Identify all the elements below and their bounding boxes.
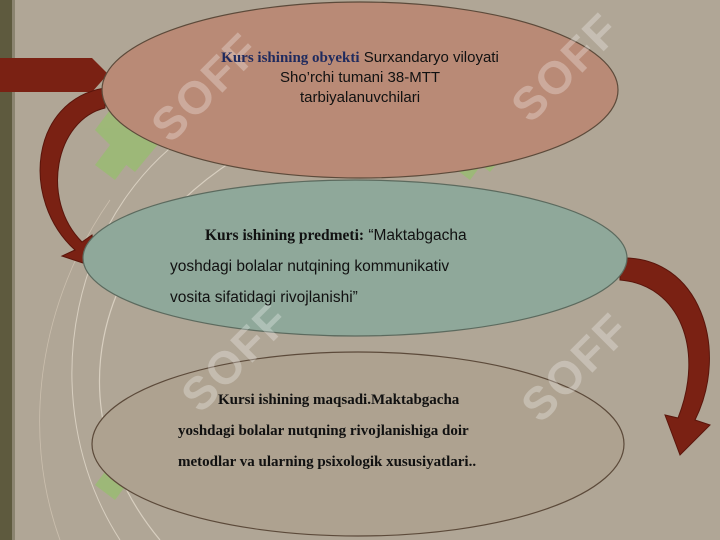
arrow-top-left bbox=[0, 58, 108, 92]
object-line3: tarbiyalanuvchilari bbox=[299, 89, 421, 106]
ellipse-goal bbox=[91, 351, 625, 537]
goal-line1: Kursi ishining maqsadi.Maktabgacha bbox=[218, 392, 460, 408]
subject-label: Kurs ishining predmeti: bbox=[205, 227, 365, 244]
goal-text: Kursi ishining maqsadi.Maktabgacha yoshd… bbox=[178, 385, 578, 478]
object-text: Kurs ishining obyekti Surxandaryo viloya… bbox=[175, 48, 545, 108]
arrow-curve-right bbox=[619, 257, 711, 456]
decor-curve-2 bbox=[71, 119, 211, 540]
subject-text: Kurs ishining predmeti: “Maktabgacha yos… bbox=[170, 220, 570, 313]
goal-line2: yoshdagi bolalar nutqning rivojlanishiga… bbox=[178, 423, 469, 439]
object-line2: Sho’rchi tumani 38-MTT bbox=[279, 69, 441, 86]
left-accent-bar bbox=[0, 0, 12, 540]
goal-line3: metodlar va ularning psixologik xususiya… bbox=[178, 454, 477, 470]
subject-line2: yoshdagi bolalar nutqining kommunikativ bbox=[170, 258, 450, 275]
arrow-curve-left bbox=[39, 87, 106, 269]
object-line1: Surxandaryo viloyati bbox=[363, 49, 499, 66]
subject-line3: vosita sifatidagi rivojlanishi” bbox=[170, 289, 358, 306]
ellipse-subject bbox=[82, 179, 628, 337]
left-accent-bar-shadow bbox=[12, 0, 15, 540]
ellipse-object bbox=[101, 1, 619, 179]
object-label: Kurs ishining obyekti bbox=[221, 50, 360, 66]
subject-line1: “Maktabgacha bbox=[368, 227, 467, 244]
